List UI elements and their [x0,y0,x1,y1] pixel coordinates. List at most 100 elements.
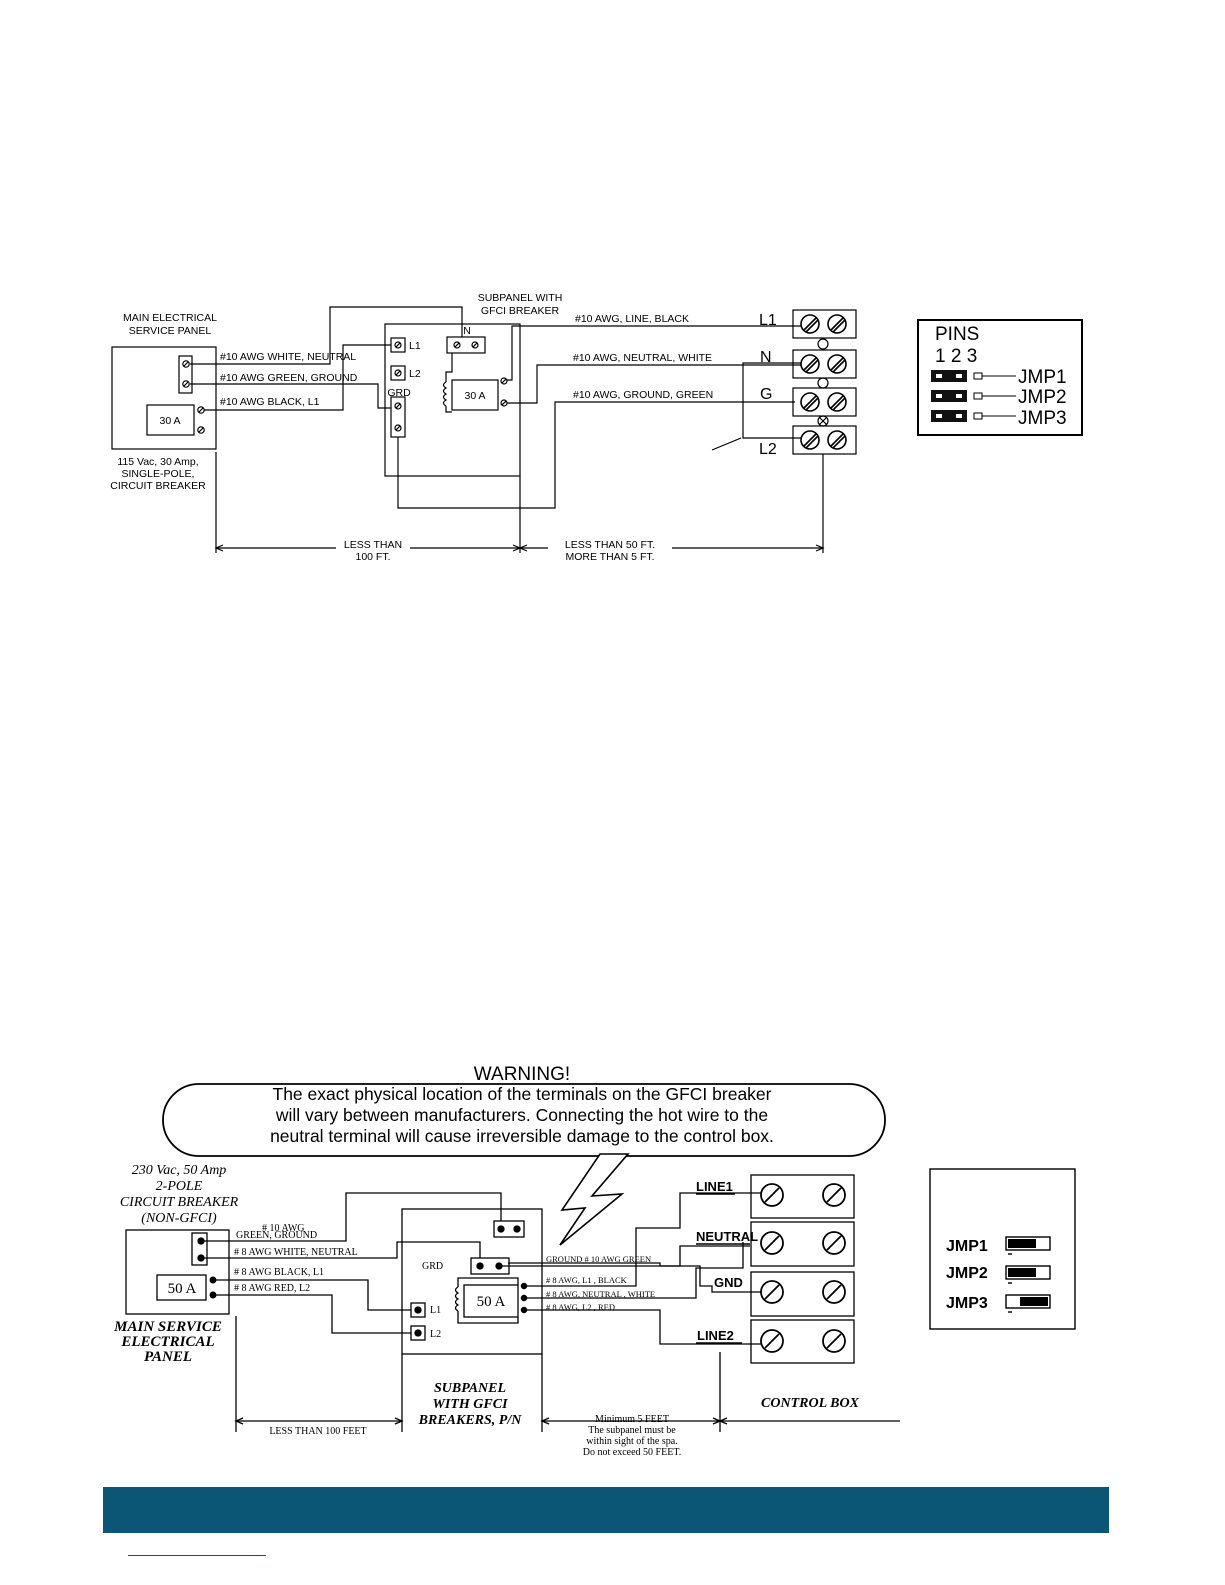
pins-title: PINS [935,324,979,345]
subpanel2-gfci-breaker [463,1284,519,1318]
cb-terminal-neutral [750,1221,855,1267]
pins-box: PINS 1 2 3 JMP1 JMP2 JMP3 [917,319,1083,436]
subpanel-box [384,323,521,477]
subpanel-title-1: SUBPANEL WITH [478,292,563,304]
subpanel-breaker-label: 30 A [464,390,485,402]
main-panel-label-3: PANEL [144,1349,192,1365]
wire-label-line-black: #10 AWG, LINE, BLACK [575,313,689,325]
subpanel2-l2-label: L2 [430,1329,441,1340]
warning-line-3: neutral terminal will cause irreversible… [270,1126,774,1146]
dim2-right-1: Minimum 5 FEET [595,1414,669,1425]
breaker-note-3: CIRCUIT BREAKER [120,1195,239,1210]
dim2-right-2: The subpanel must be [588,1425,676,1436]
subpanel-l2-lug [390,365,406,381]
jmp2-box-label-1: JMP1 [946,1238,988,1255]
subpanel2-label-1: SUBPANEL [434,1381,506,1396]
subpanel2-label-3: BREAKERS, P/N [418,1413,523,1428]
breaker-note-4: (NON-GFCI) [141,1211,217,1226]
warning-title: WARNING! [474,1064,570,1085]
cb-terminal-gnd [750,1271,855,1317]
terminal-screws-2 [760,1183,846,1353]
pins-numbers: 1 2 3 [935,346,977,367]
jmp2-box-label-3: JMP3 [946,1295,988,1312]
subpanel-box-2 [401,1208,543,1355]
subpanel2-grd-label: GRD [422,1261,443,1272]
out-ground-label: GROUND # 10 AWG GREEN [546,1254,651,1264]
breaker-note-2: 2-POLE [156,1179,203,1194]
terminal-label-l1: L1 [759,312,777,329]
pins-jmp3-label: JMP3 [1018,408,1067,429]
main-service-panel-box [111,346,217,450]
diagram-230v [125,1083,900,1432]
pins-jmp1-label: JMP1 [1018,367,1067,388]
cb-terminal-line2 [750,1319,855,1364]
gfci-coil [442,381,448,407]
terminal-label-neutral: NEUTRAL [696,1229,758,1244]
terminal-label-line1: LINE1 [696,1179,733,1194]
dim-left-1: LESS THAN [344,539,402,551]
main-breaker-50a-label: 50 A [168,1281,197,1297]
dim-right-2: MORE THAN 5 FT. [565,551,654,563]
footer-link-underline [128,1555,266,1556]
subpanel2-top-bar [493,1220,525,1238]
out-l1-label: # 8 AWG, L1 , BLACK [546,1275,628,1285]
wire-label-green-ground: #10 AWG GREEN, GROUND [220,372,358,384]
terminal-strip-l1 [792,309,857,339]
main-panel-terminal-2 [191,1232,208,1266]
wire-label-white-neutral: #10 AWG WHITE, NEUTRAL [220,351,356,363]
wire2-10awg-1: # 10 AWG [262,1223,305,1234]
terminal-label-l2: L2 [759,441,777,458]
wire2-black-l1: # 8 AWG BLACK, L1 [234,1267,324,1278]
terminal-screws-1 [800,314,847,450]
diagram-115v [111,306,857,553]
subpanel2-l1-label: L1 [430,1305,441,1316]
control-box-label: CONTROL BOX [761,1396,860,1411]
main-breaker-30a [146,404,195,436]
main-breaker-50a [156,1274,207,1301]
main-panel-title-1: MAIN ELECTRICAL [123,312,217,324]
wire-label-neutral-white: #10 AWG, NEUTRAL, WHITE [573,352,712,364]
subpanel-l2-label: L2 [409,368,421,380]
pins-jmp2-label: JMP2 [1018,387,1067,408]
dim-right-1: LESS THAN 50 FT. [565,539,655,551]
terminal-label-n: N [760,349,772,366]
jmp2-box-label-2: JMP2 [946,1265,988,1282]
wire2-white-neutral: # 8 AWG WHITE, NEUTRAL [234,1247,358,1258]
jmp3-jumper [931,410,967,422]
main-breaker-note-2: SINGLE-POLE, [122,468,195,480]
wire2-10awg-2: GREEN, GROUND [236,1230,317,1241]
jmp2-jumper [931,390,967,402]
subpanel-n-bar [446,336,486,354]
subpanel-title-2: GFCI BREAKER [481,305,560,317]
wire-label-black-l1: #10 AWG BLACK, L1 [220,396,320,408]
subpanel-n-label: N [463,325,471,337]
jmp1-jumper [931,370,967,382]
warning-line-1: The exact physical location of the termi… [273,1084,772,1104]
wire-label-ground-green: #10 AWG, GROUND, GREEN [573,389,713,401]
out-l2-label: # 8 AWG, L2 , RED [546,1302,615,1312]
main-panel-title-2: SERVICE PANEL [129,325,212,337]
subpanel-grd-label: GRD [387,387,411,399]
main-breaker-label: 30 A [159,415,180,427]
breaker-note-1: 230 Vac, 50 Amp [132,1163,227,1178]
footer-band [103,1487,1109,1533]
wire2-red-l2: # 8 AWG RED, L2 [234,1283,310,1294]
main-breaker-note-3: CIRCUIT BREAKER [110,480,206,492]
dim2-right-3: within sight of the spa. [586,1436,677,1447]
dim2-left: LESS THAN 100 FEET [269,1426,366,1437]
main-panel-label-2: ELECTRICAL [120,1334,214,1350]
subpanel-l1-label: L1 [409,340,421,352]
main-service-panel-box-2 [125,1229,230,1315]
terminal-label-g: G [760,386,772,403]
warning-line-2: will vary between manufacturers. Connect… [275,1105,768,1125]
jmp-box-2: JMP1 JMP2 JMP3 [929,1168,1076,1330]
lightning-bolt-icon [559,1153,630,1246]
subpanel2-breaker-label: 50 A [477,1294,506,1310]
gfci-coil-2 [454,1286,460,1312]
main-panel-terminal-block [178,355,193,394]
out-neutral-label: # 8 AWG, NEUTRAL , WHITE [546,1289,655,1299]
subpanel-gfci-breaker [451,379,499,411]
terminal-label-line2: LINE2 [697,1328,734,1343]
main-breaker-note-1: 115 Vac, 30 Amp, [117,456,198,468]
